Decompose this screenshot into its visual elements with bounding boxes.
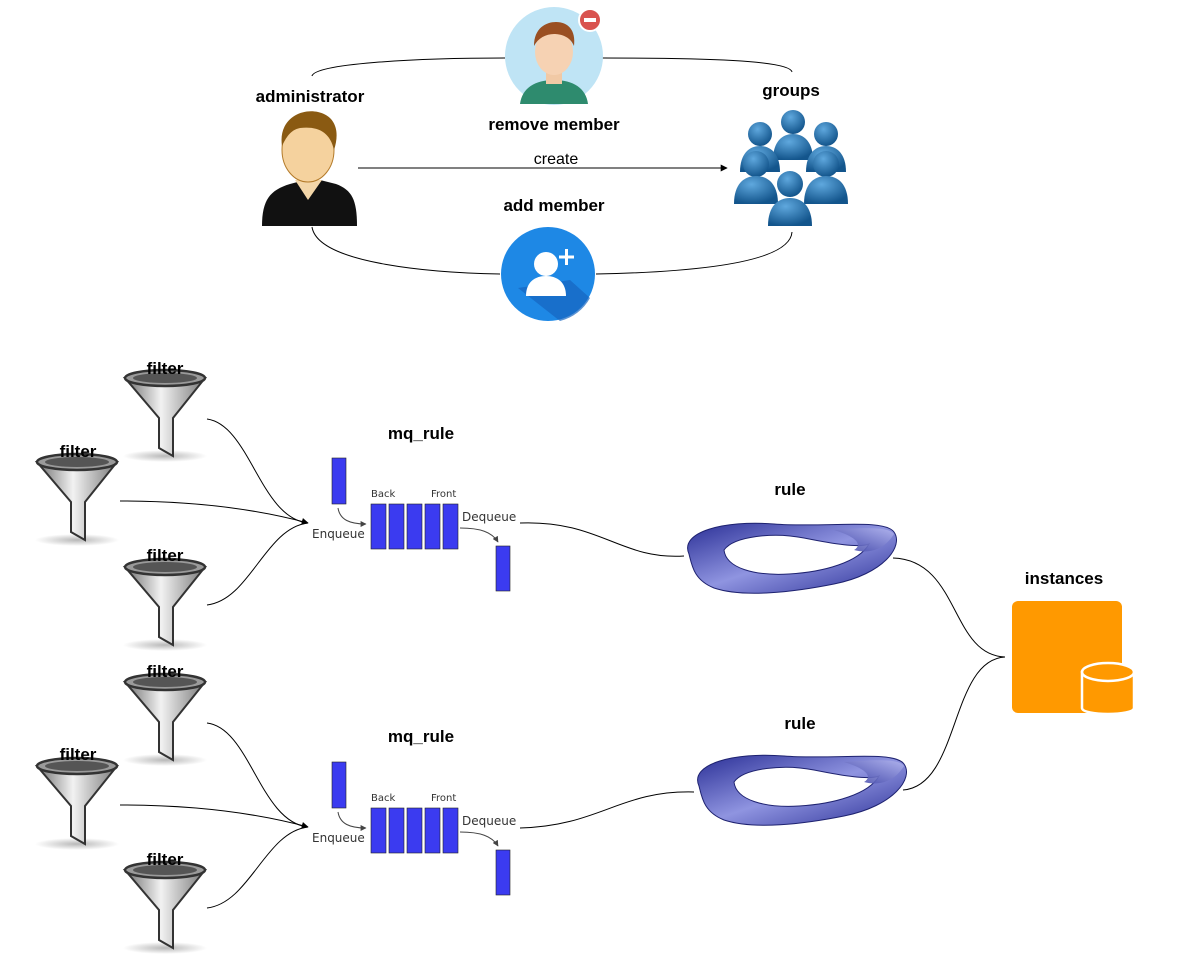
groups-label: groups: [762, 81, 820, 100]
edge-filter-to-queue: [119, 804, 309, 829]
funnel-filter-icon: [121, 557, 209, 653]
funnel-filter-icon: [121, 860, 209, 956]
edge-filter-to-queue: [206, 522, 309, 606]
queue-diagram: [332, 762, 510, 895]
edge-filter-to-queue: [206, 826, 309, 909]
filter-label: filter: [146, 662, 184, 681]
edge-rule-to-instances: [902, 656, 1006, 791]
queue-enqueue-label: Enqueue: [312, 527, 365, 541]
funnel-filter-icon: [121, 672, 209, 768]
edge-queue-to-rule: [519, 791, 695, 829]
queue-title: mq_rule: [387, 424, 455, 443]
instances-label: instances: [1024, 569, 1104, 588]
edge-filter-to-queue: [206, 722, 309, 828]
edge-admin-remove-member: [311, 57, 506, 77]
administrator-label: administrator: [255, 87, 365, 106]
queue-back-label: Back: [371, 489, 396, 500]
queue-diagram: [332, 458, 510, 591]
filter-label: filter: [59, 745, 97, 764]
queue-back-label: Back: [371, 793, 396, 804]
filter-label: filter: [146, 359, 184, 378]
database-instance-icon: [1012, 601, 1136, 716]
queue-front-label: Front: [431, 489, 457, 500]
mobius-ring-icon: [687, 522, 897, 594]
filter-label: filter: [146, 546, 184, 565]
queue-enqueue-label: Enqueue: [312, 831, 365, 845]
remove-badge-icon: [578, 8, 602, 32]
edge-add-member-groups: [595, 231, 793, 275]
queue-dequeue-label: Dequeue: [462, 814, 517, 828]
add-member-label: add member: [503, 196, 605, 215]
funnel-filter-icon: [33, 452, 121, 548]
administrator-person-icon: [262, 111, 357, 226]
queue-title: mq_rule: [387, 727, 455, 746]
filter-label: filter: [146, 850, 184, 869]
remove-member-avatar-icon: [505, 7, 603, 105]
create-edge-label: create: [533, 151, 579, 168]
rule-label: rule: [774, 480, 806, 499]
queue-dequeue-label: Dequeue: [462, 510, 517, 524]
queue-front-label: Front: [431, 793, 457, 804]
funnel-filter-icon: [33, 756, 121, 852]
edge-remove-member-groups: [601, 57, 793, 73]
mobius-ring-icon: [697, 754, 907, 826]
filter-label: filter: [59, 442, 97, 461]
funnel-filter-icon: [121, 368, 209, 464]
groups-people-icon: [734, 110, 848, 226]
edge-queue-to-rule: [519, 522, 685, 557]
remove-member-label: remove member: [488, 115, 620, 134]
rule-label: rule: [784, 714, 816, 733]
edge-filter-to-queue: [119, 500, 309, 525]
edge-filter-to-queue: [206, 418, 309, 524]
edge-admin-add-member: [311, 226, 501, 275]
edge-rule-to-instances: [892, 557, 1006, 658]
add-member-icon: [501, 227, 595, 321]
